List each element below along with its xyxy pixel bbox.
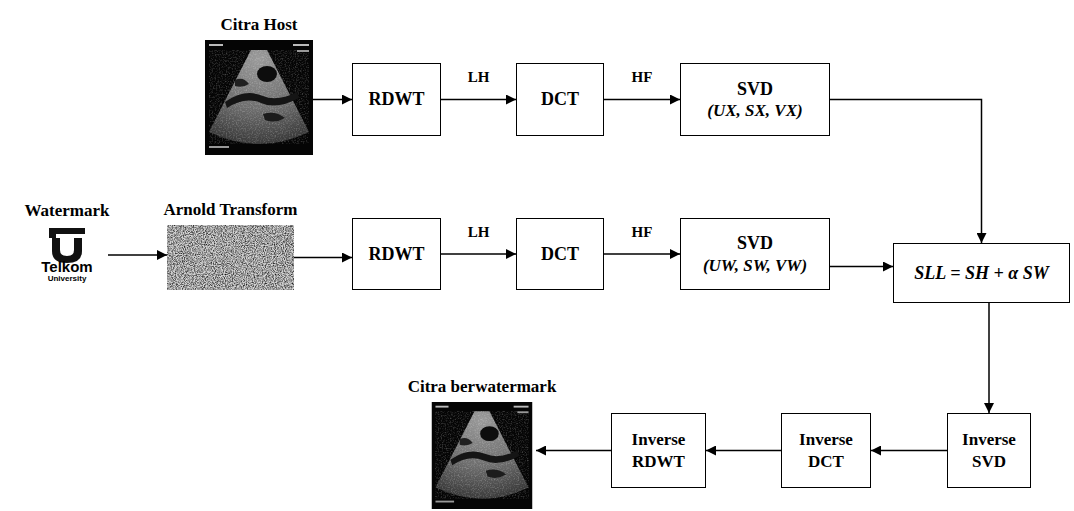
node-label: SVD [737, 78, 773, 101]
image-caption: Citra Host [221, 14, 298, 35]
arrow-connector [830, 266, 893, 268]
edge-label: HF [630, 69, 655, 86]
arrow-connector [108, 254, 167, 256]
node-label: RDWT [368, 88, 424, 111]
process-box: RDWT [352, 63, 441, 136]
process-box: Inverse RDWT [611, 413, 706, 488]
logo-node: TelkomUniversityWatermark [26, 226, 108, 284]
arrow-connector [313, 99, 352, 101]
arrow-connector [604, 253, 680, 255]
edge-label: LH [466, 224, 492, 241]
image-node: Citra berwatermark [428, 402, 536, 509]
image-caption: Watermark [25, 200, 110, 221]
node-label: DCT [541, 243, 579, 266]
arrow-connector [871, 450, 947, 452]
image-caption: Arnold Transform [164, 199, 298, 220]
image-caption: Citra berwatermark [408, 376, 557, 397]
arrow-connector [536, 450, 611, 452]
process-box: SVD(UW, SW, VW) [680, 218, 830, 290]
node-label: SLL = SH + α SW [914, 262, 1048, 285]
process-box: SLL = SH + α SW [893, 243, 1070, 303]
node-label: Inverse RDWT [622, 429, 695, 472]
process-box: DCT [516, 63, 604, 136]
node-label: DCT [541, 88, 579, 111]
arrow-connector [830, 100, 982, 244]
node-label: Inverse DCT [792, 429, 860, 472]
arrow-connector [294, 257, 352, 259]
node-label: SVD [737, 232, 773, 255]
process-box: DCT [516, 218, 604, 290]
arrow-connector [604, 99, 680, 101]
node-label: (UX, SX, VX) [707, 100, 802, 121]
process-box: Inverse DCT [781, 413, 871, 488]
process-box: RDWT [352, 218, 441, 290]
node-label: Inverse SVD [958, 429, 1020, 472]
node-label: RDWT [368, 243, 424, 266]
process-box: Inverse SVD [947, 413, 1031, 488]
image-node: Citra Host [205, 40, 313, 155]
arrow-connector [441, 253, 516, 255]
edge-label: LH [466, 69, 492, 86]
arrow-connector [706, 450, 781, 452]
image-node: Arnold Transform [167, 225, 294, 290]
logo-text: Telkom [41, 259, 92, 275]
logo-text-group: TelkomUniversity [26, 259, 108, 284]
edge-label: HF [630, 224, 655, 241]
logo-text: University [48, 275, 87, 284]
arrow-connector [441, 99, 516, 101]
node-label: (UW, SW, VW) [703, 255, 807, 276]
process-box: SVD(UX, SX, VX) [680, 63, 830, 136]
arrow-connector [988, 303, 990, 413]
